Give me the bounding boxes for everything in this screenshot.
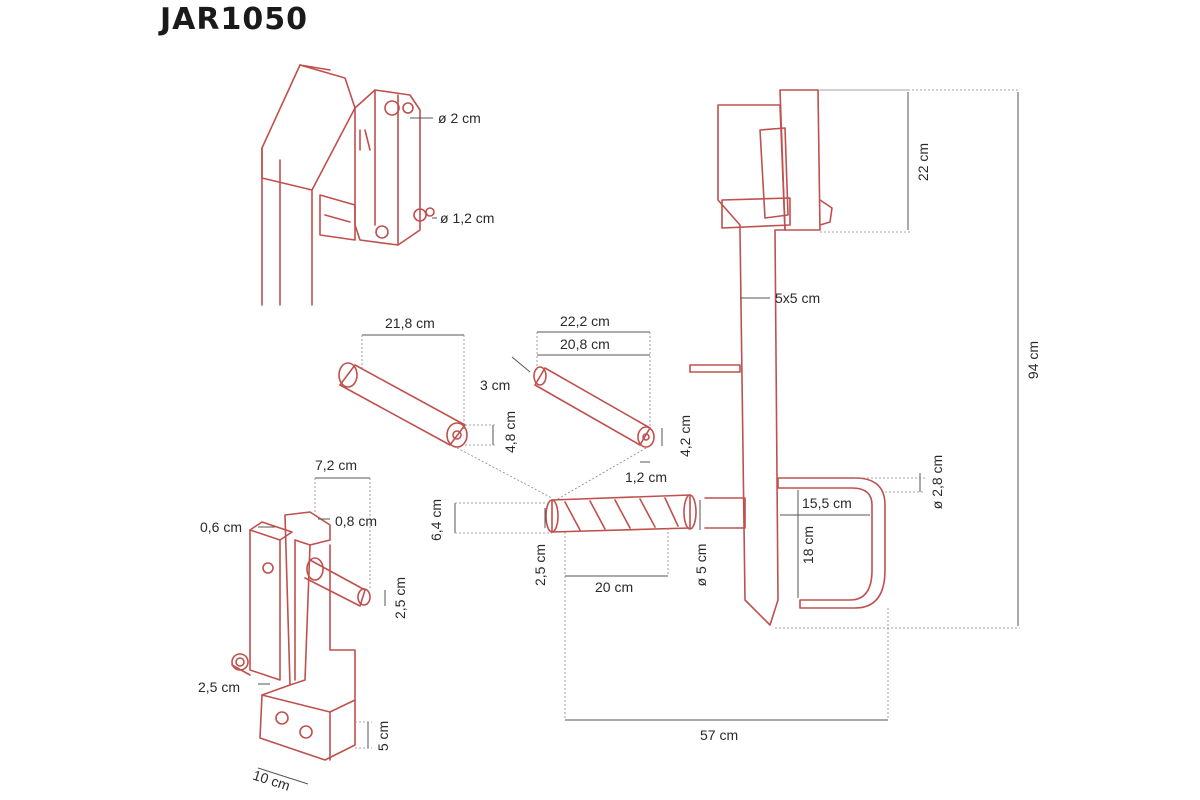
label-height-total: 94 cm	[1025, 341, 1041, 379]
label-pad-length: 20 cm	[595, 579, 633, 595]
label-pad-core: 2,5 cm	[532, 544, 548, 586]
dimension-lines	[257, 89, 1020, 785]
label-base-depth: 57 cm	[700, 727, 738, 743]
label-plate-thick-a: 0,6 cm	[200, 519, 242, 535]
bar-1	[338, 362, 468, 448]
product-code-title: JAR1050	[160, 2, 308, 37]
label-bracket-width: 7,2 cm	[315, 457, 357, 473]
frame-upright	[689, 89, 886, 626]
label-bar2-wall: 1,2 cm	[625, 469, 667, 485]
hinge-detail	[261, 64, 435, 306]
label-hole-large: ø 2 cm	[438, 110, 481, 126]
label-plate-thick-b: 0,8 cm	[335, 513, 377, 529]
label-bar1-length: 21,8 cm	[385, 315, 435, 331]
foot-pad	[545, 494, 697, 533]
label-hole-small: ø 1,2 cm	[440, 210, 494, 226]
label-axle-diameter: ø 5 cm	[693, 544, 709, 587]
label-pad-diameter: 6,4 cm	[428, 499, 444, 541]
label-handle-width: 15,5 cm	[802, 495, 852, 511]
label-block-height: 5 cm	[375, 721, 391, 751]
label-bar2-outer: 22,2 cm	[560, 313, 610, 329]
bracket-assembly	[231, 511, 371, 761]
label-bar2-diameter: 4,2 cm	[677, 415, 693, 457]
label-bar2-inner: 20,8 cm	[560, 336, 610, 352]
dimension-labels: ø 2 cm ø 1,2 cm 22 cm 94 cm 5x5 cm 21,8 …	[198, 110, 1041, 794]
label-bar2-offset: 3 cm	[480, 377, 510, 393]
label-pin-small: 2,5 cm	[198, 679, 240, 695]
label-handle-height: 18 cm	[800, 526, 816, 564]
label-bar1-diameter: 4,8 cm	[502, 411, 518, 453]
label-pin-diameter: 2,5 cm	[392, 577, 408, 619]
label-block-length: 10 cm	[251, 767, 292, 794]
label-tube-section: 5x5 cm	[775, 290, 820, 306]
bar-2	[533, 366, 655, 448]
label-handle-diameter: ø 2,8 cm	[929, 455, 945, 509]
label-height-top: 22 cm	[915, 143, 931, 181]
